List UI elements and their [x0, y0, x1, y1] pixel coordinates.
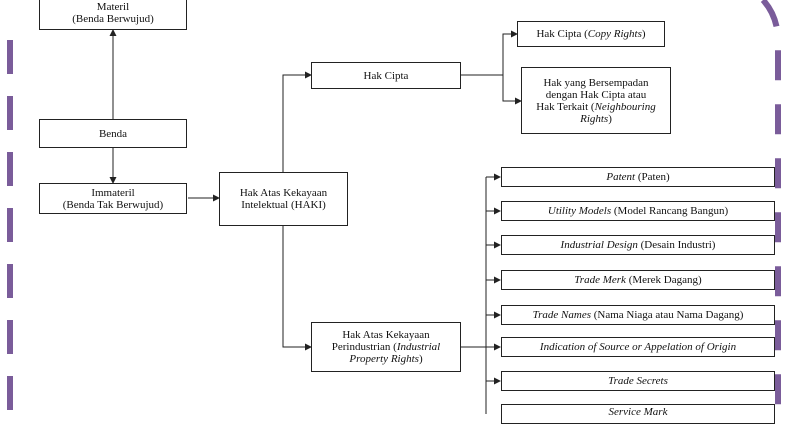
node-immateril: Immateril (Benda Tak Berwujud) — [39, 183, 187, 214]
item-italic: Service Mark — [608, 406, 668, 418]
arrow-hakcipta-hakterkait — [502, 75, 522, 105]
diagram-canvas: Materil (Benda Berwujud) Benda Immateril… — [7, 0, 781, 424]
node-hak-terkait: Hak yang Bersempadan dengan Hak Cipta at… — [521, 67, 671, 134]
item-italic: Trade Merk — [574, 274, 626, 286]
list-item-utility-models: Utility Models (Model Rancang Bangun) — [501, 201, 775, 221]
item-text: (Merek Dagang) — [625, 274, 702, 286]
node-haki-line2: Intelektual (HAKI) — [241, 199, 326, 211]
list-item-service-mark: Service Mark — [501, 404, 775, 424]
item-italic: Industrial Design — [560, 239, 638, 251]
item-text: (Paten) — [635, 171, 670, 183]
hak-terkait-line4-tail: ) — [608, 112, 612, 125]
item-italic: Utility Models — [547, 205, 612, 217]
node-hak-perindustrian: Hak Atas Kekayaan Perindustrian (Industr… — [311, 322, 461, 372]
list-item-trade-secrets: Trade Secrets — [501, 371, 775, 391]
list-item-trade-merk: Trade Merk (Merek Dagang) — [501, 270, 775, 290]
hak-terkait-line1: Hak yang Bersempadan — [543, 76, 649, 89]
item-text: (Model Rancang Bangun) — [611, 205, 729, 217]
copyrights-tail: ) — [641, 28, 646, 40]
copyrights-text: Hak Cipta ( — [536, 28, 588, 40]
item-italic: Trade Names — [532, 309, 591, 321]
item-italic: Indication of Source or Appelation of Or… — [539, 341, 737, 353]
hak-terkait-line3-italic: Neighbouring — [594, 100, 656, 113]
item-italic: Patent — [606, 171, 636, 183]
hak-terkait-line2: dengan Hak Cipta atau — [545, 88, 647, 101]
node-materil: Materil (Benda Berwujud) — [39, 0, 187, 30]
node-immateril-line1: Immateril — [91, 186, 135, 199]
arrow-haki-hakcipta — [282, 71, 312, 172]
node-hak-cipta-copyrights: Hak Cipta (Copy Rights) — [517, 21, 665, 47]
item-italic: Trade Secrets — [608, 375, 668, 387]
item-text: (Nama Niaga atau Nama Dagang) — [590, 309, 744, 321]
node-hak-cipta: Hak Cipta — [311, 62, 461, 89]
node-materil-line1: Materil — [96, 1, 130, 13]
item-text: (Desain Industri) — [637, 239, 716, 251]
node-benda: Benda — [39, 119, 187, 148]
node-haki: Hak Atas Kekayaan Intelektual (HAKI) — [219, 172, 348, 226]
node-benda-label: Benda — [98, 127, 128, 140]
decorative-frame — [7, 0, 781, 414]
node-immateril-line2: (Benda Tak Berwujud) — [62, 198, 164, 211]
node-hak-cipta-label: Hak Cipta — [363, 69, 409, 82]
hak-industri-line2-italic: Industrial — [396, 341, 441, 353]
list-item-indication-of-source: Indication of Source or Appelation of Or… — [501, 337, 775, 357]
node-materil-line2: (Benda Berwujud) — [72, 13, 154, 25]
hak-terkait-line3-text: Hak Terkait ( — [536, 100, 595, 113]
arrow-haki-hakindustri — [282, 226, 312, 351]
copyrights-italic: Copy Rights — [587, 28, 642, 40]
hak-terkait-line4-italic: Rights — [580, 112, 609, 125]
node-haki-line1: Hak Atas Kekayaan — [239, 187, 328, 199]
list-item-industrial-design: Industrial Design (Desain Industri) — [501, 235, 775, 255]
list-item-patent: Patent (Paten) — [501, 167, 775, 187]
list-item-trade-names: Trade Names (Nama Niaga atau Nama Dagang… — [501, 305, 775, 325]
connector-lines — [7, 0, 781, 414]
hak-industri-line3-italic: Property Rights — [349, 353, 419, 365]
hak-industri-line1: Hak Atas Kekayaan — [342, 329, 430, 341]
hak-industri-line3-tail: ) — [418, 353, 423, 365]
arrow-hakcipta-copyright — [502, 30, 518, 75]
hak-industri-line2-text: Perindustrian ( — [331, 341, 397, 353]
